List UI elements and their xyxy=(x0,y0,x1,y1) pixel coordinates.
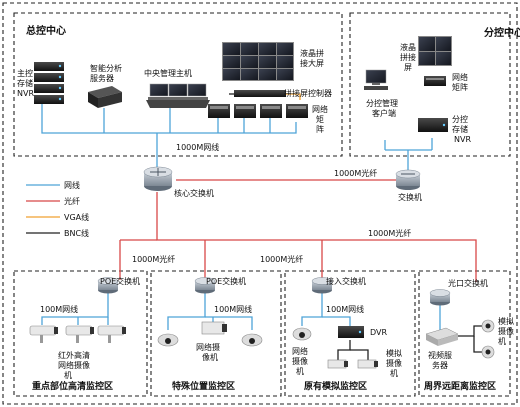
lcd-wall-label: 液晶拼 接大屏 xyxy=(300,48,327,68)
access-switch-label: 接入交换机 xyxy=(326,276,366,286)
switch-label: 交换机 xyxy=(398,192,422,202)
optical-switch-label: 光口交换机 xyxy=(448,278,488,288)
branch-nvr-server xyxy=(418,118,448,132)
legend-label-net: 网线 xyxy=(64,180,80,190)
hq-net-label: 1000M网线 xyxy=(176,142,219,152)
legend-label-vga: VGA线 xyxy=(64,212,89,222)
legend: 网线 光纤 VGA线 BNC线 xyxy=(26,180,89,238)
branch-client-label: 分控管理 客户端 xyxy=(366,98,401,118)
central-host-workstation xyxy=(146,83,210,108)
special-camera-label: 网络摄 像机 xyxy=(196,342,223,362)
dome-camera xyxy=(157,333,179,347)
remote-camera-label: 模拟 摄像 机 xyxy=(498,316,517,346)
branch-lcd-wall xyxy=(418,36,452,66)
hq-lcd-wall xyxy=(222,42,294,81)
hd-camera-label: 红外高清 网络摄像 机 xyxy=(58,350,93,380)
fiber-access-label: 1000M光纤 xyxy=(260,254,303,264)
poe-switch-1-label: POE交换机 xyxy=(100,276,140,286)
poe-switch-2-label: POE交换机 xyxy=(206,276,246,286)
legend-label-fiber: 光纤 xyxy=(64,196,80,206)
hq-network-matrix xyxy=(208,104,308,118)
branch-network-matrix xyxy=(424,76,446,86)
legend-label-bnc: BNC线 xyxy=(64,228,89,238)
analog-cameras xyxy=(327,359,378,369)
branch-nvr-label: 分控 存储 NVR xyxy=(452,114,471,144)
analytics-label: 智能分析 服务器 xyxy=(90,63,125,83)
branch-region xyxy=(349,12,511,157)
branch-lcd-label: 液晶 拼接 屏 xyxy=(400,42,419,72)
optical-switch xyxy=(429,289,451,306)
branch-switch xyxy=(395,169,421,190)
dvr-device xyxy=(338,326,364,338)
core-switch-label: 核心交换机 xyxy=(174,188,214,198)
analog-camera-label: 模拟 摄像 机 xyxy=(386,348,405,378)
splice-controller xyxy=(234,90,286,97)
remote-cameras xyxy=(481,319,495,359)
special-region-title: 特殊位置监控区 xyxy=(172,380,235,392)
analog-region xyxy=(284,270,416,397)
fiber-to-switch-label: 1000M光纤 xyxy=(334,168,377,178)
special-net-label: 100M网线 xyxy=(214,304,252,314)
hd-cameras xyxy=(29,325,126,343)
dvr-label: DVR xyxy=(370,328,387,337)
analog-camera xyxy=(357,359,378,369)
analog-camera xyxy=(327,359,348,369)
hd-camera xyxy=(65,325,94,343)
connection-lines xyxy=(41,93,484,360)
fiber-to-remote-label: 1000M光纤 xyxy=(368,228,411,238)
analog-net-camera xyxy=(292,327,312,341)
video-server-label: 视频服 务器 xyxy=(428,350,455,370)
remote-camera xyxy=(481,345,495,359)
analog-netcam-label: 网络 摄像 机 xyxy=(292,346,311,376)
branch-title: 分控中心 xyxy=(484,26,520,39)
branch-client-workstation xyxy=(364,69,388,90)
hq-region xyxy=(13,12,343,157)
special-region xyxy=(150,270,282,397)
branch-matrix-label: 网络 矩阵 xyxy=(452,72,471,92)
hd-net-label: 100M网线 xyxy=(40,304,78,314)
analog-region-title: 原有模拟监控区 xyxy=(304,380,367,392)
poe-switch-2 xyxy=(194,277,216,294)
central-host-label: 中央管理主机 xyxy=(144,68,192,78)
video-server xyxy=(425,327,459,346)
hd-region-title: 重点部位高清监控区 xyxy=(32,380,113,392)
core-switch xyxy=(143,166,173,191)
remote-region-title: 周界远距离监控区 xyxy=(424,380,496,392)
analog-net-label: 100M网线 xyxy=(326,304,364,314)
remote-region xyxy=(418,270,511,397)
fiber-poe1-label: 1000M光纤 xyxy=(132,254,175,264)
access-switch xyxy=(311,277,333,294)
special-cameras xyxy=(157,321,263,347)
splice-controller-label: 拼接屏控制器 xyxy=(284,88,332,98)
hq-title: 总控中心 xyxy=(26,24,66,37)
hd-region xyxy=(13,270,148,397)
hd-camera xyxy=(29,325,58,343)
poe-switch-1 xyxy=(97,277,119,294)
box-camera xyxy=(201,321,227,335)
dome-camera xyxy=(241,333,263,347)
hq-nvr-label: 主控 存储 NVR xyxy=(17,68,36,98)
analytics-server xyxy=(88,86,122,108)
hq-nvr-server xyxy=(34,62,64,104)
hd-camera xyxy=(97,325,126,343)
hq-matrix-label: 网络 矩 阵 xyxy=(312,104,331,134)
remote-camera xyxy=(481,319,495,333)
